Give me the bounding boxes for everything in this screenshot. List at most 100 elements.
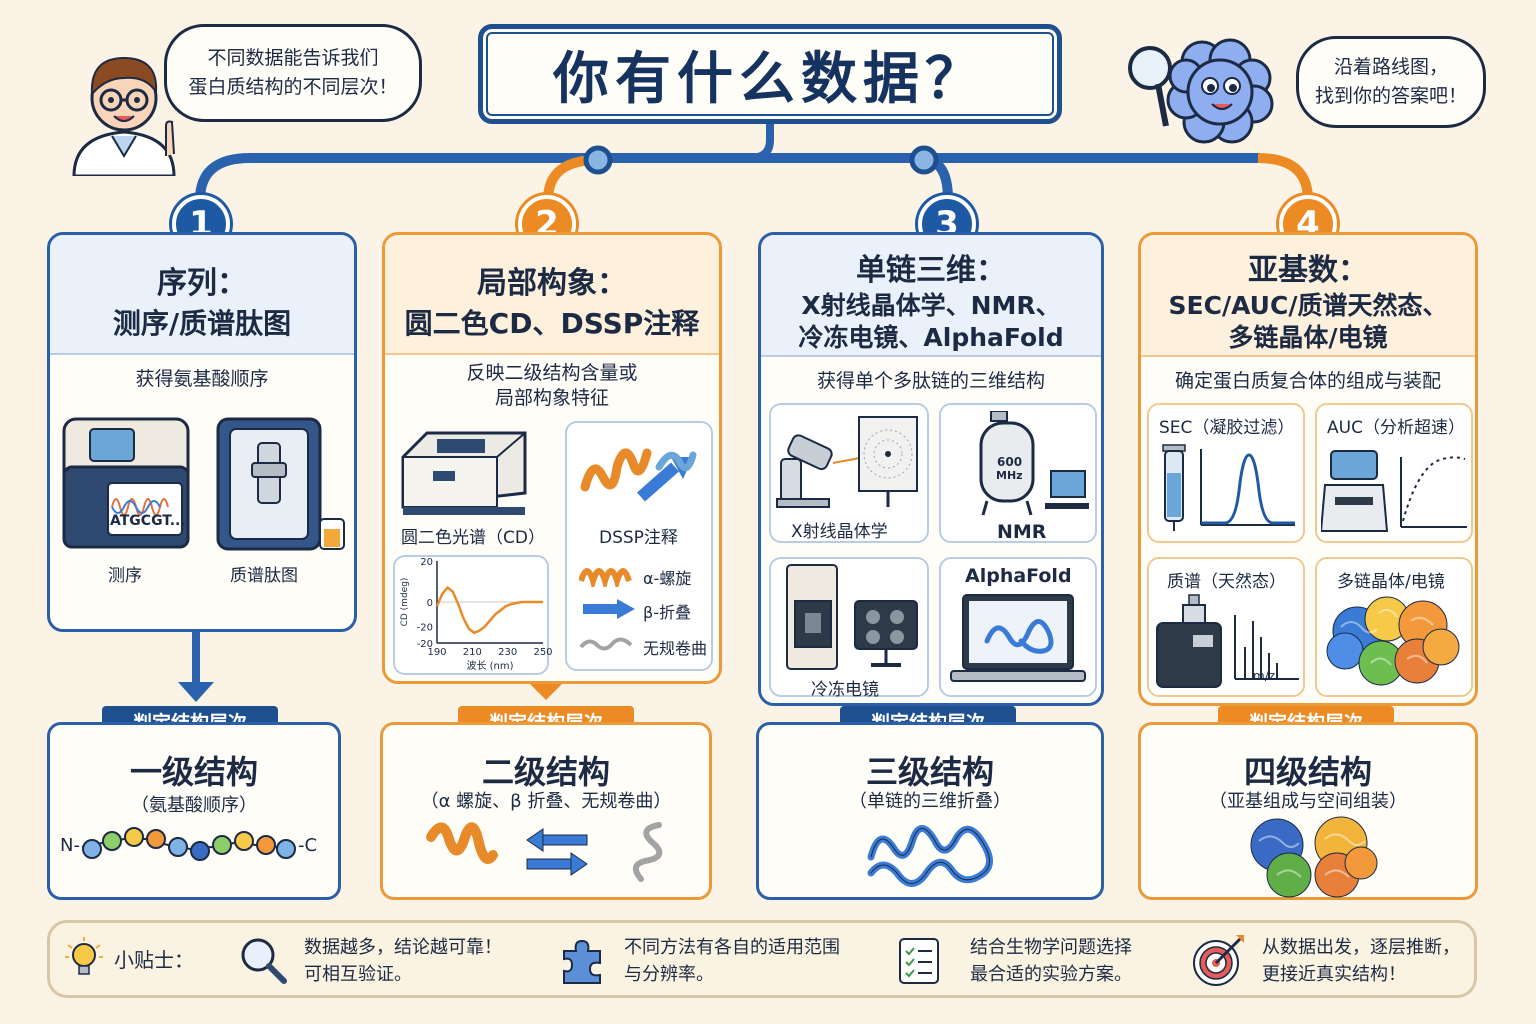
- dssp-structure-icon: [575, 427, 703, 513]
- quaternary-structure-subtitle: （亚基组成与空间组装）: [1209, 791, 1407, 812]
- method-cd-label: 圆二色光谱（CD）: [401, 528, 545, 548]
- tertiary-structure-title: 三级结构: [865, 753, 994, 791]
- subunit-subheading-2: 多链晶体/电镜: [1228, 323, 1388, 352]
- quaternary-structure-title: 四级结构: [1243, 753, 1372, 791]
- subunit-data-card: 亚基数： SEC/AUC/质谱天然态、 多链晶体/电镜 确定蛋白质复合体的组成与…: [1138, 232, 1478, 706]
- local-conformation-card: 局部构象： 圆二色CD、DSSP注释 反映二级结构含量或 局部构象特征 圆二色光…: [382, 232, 722, 684]
- tip-4-line1: 从数据出发，逐层推断，: [1262, 937, 1460, 958]
- method-ms-peptide-label: 质谱肽图: [230, 566, 298, 586]
- tip-2-line2: 与分辨率。: [624, 964, 714, 985]
- cd-chart-panel: [393, 555, 549, 675]
- cd-y-tick-label: 0: [427, 598, 433, 609]
- legend-coil-label: 无规卷曲: [643, 639, 708, 658]
- bubble-right-line1: 沿着路线图，: [1333, 56, 1448, 78]
- sequence-card-header: 序列： 测序/质谱肽图: [50, 235, 354, 355]
- tertiary-description: 获得单个多肽链的三维结构: [816, 370, 1045, 392]
- chain-n-terminus: N-: [60, 835, 80, 856]
- laptop-protein-icon: [950, 594, 1086, 682]
- cd-y-tick-label: -20: [417, 639, 433, 650]
- sequence-subheading: 测序/质谱肽图: [112, 307, 292, 340]
- tip-4-line2: 更接近真实结构！: [1262, 964, 1406, 985]
- local-conformation-desc-2: 局部构象特征: [494, 387, 609, 409]
- page-title: 你有什么数据？: [478, 24, 1062, 124]
- method-xray-label: X射线晶体学: [791, 522, 888, 542]
- cd-spectrum-line: [435, 585, 543, 635]
- cd-x-axis-label: 波长 (nm): [466, 659, 513, 672]
- target-icon: [1193, 935, 1244, 986]
- method-alphafold-label: AlphaFold: [965, 565, 1072, 587]
- tip-1-line1: 数据越多，结论越可靠！: [304, 937, 502, 958]
- lightbulb-icon: [65, 937, 103, 975]
- primary-structure-subtitle: （氨基酸顺序）: [131, 795, 257, 816]
- protein-mascot-character: [1122, 34, 1292, 152]
- cd-spectrometer-icon: [397, 427, 533, 517]
- primary-structure-card: 一级结构 （氨基酸顺序） N- -C: [47, 722, 341, 900]
- tertiary-heading: 单链三维：: [856, 253, 1006, 288]
- amino-acid-chain-icon: [81, 827, 296, 861]
- dssp-panel: [565, 421, 713, 671]
- cd-y-axis-label: CD (mdeg): [400, 578, 410, 627]
- quaternary-structure-card: 四级结构 （亚基组成与空间组装）: [1138, 722, 1478, 900]
- secondary-structure-card: 二级结构 （α 螺旋、β 折叠、无规卷曲）: [380, 722, 712, 900]
- method-auc-label: AUC（分析超速）: [1327, 418, 1465, 438]
- checklist-icon: [899, 938, 939, 984]
- tip-1-line2: 可相互验证。: [304, 964, 412, 985]
- helix-legend-icon: [579, 568, 632, 587]
- method-cryoem-label: 冷冻电镜: [811, 680, 879, 700]
- tertiary-data-card: 单链三维： X射线晶体学、NMR、 冷冻电镜、AlphaFold 获得单个多肽链…: [758, 232, 1104, 706]
- ms-axis-label: m/z: [1253, 669, 1276, 683]
- method-dssp-label: DSSP注释: [599, 528, 678, 548]
- primary-structure-title: 一级结构: [129, 753, 258, 791]
- cryo-em-microscope-icon: [786, 564, 918, 670]
- method-sec-label: SEC（凝胶过滤）: [1159, 418, 1295, 438]
- subunit-subheading-1: SEC/AUC/质谱天然态、: [1168, 291, 1448, 320]
- tertiary-subheading-2: 冷冻电镜、AlphaFold: [798, 323, 1064, 352]
- legend-helix-label: α-螺旋: [643, 569, 692, 588]
- sec-column-chromatogram-icon: [1162, 444, 1295, 531]
- bubble-right-line2: 找到你的答案吧！: [1314, 85, 1467, 107]
- mass-spectrometer-icon: [212, 415, 352, 555]
- quaternary-assembly-icon: [1250, 816, 1378, 898]
- puzzle-icon: [563, 939, 601, 984]
- cd-x-tick-label: 210: [463, 647, 482, 658]
- xray-diffraction-icon: [776, 416, 918, 508]
- native-ms-instrument-icon: [1156, 594, 1299, 688]
- nmr-field-label-2: MHz: [996, 469, 1023, 482]
- cd-y-tick-label: -20: [417, 623, 433, 634]
- sequencer-machine-icon: [60, 415, 192, 555]
- method-multichain-label: 多链晶体/电镜: [1337, 572, 1445, 592]
- nmr-magnet-icon: [979, 411, 1089, 516]
- tertiary-structure-card: 三级结构 （单链的三维折叠）: [756, 722, 1104, 900]
- tertiary-structure-subtitle: （单链的三维折叠）: [849, 791, 1011, 812]
- tip-3-line2: 最合适的实验方案。: [970, 964, 1132, 985]
- chain-c-terminus: -C: [298, 835, 318, 856]
- multichain-complex-icon: [1326, 596, 1460, 686]
- subunit-description: 确定蛋白质复合体的组成与装配: [1174, 370, 1441, 392]
- sequence-data-card: 序列： 测序/质谱肽图 获得氨基酸顺序 ATGCGT... 测序 质谱肽图: [47, 232, 357, 632]
- local-conformation-subheading: 圆二色CD、DSSP注释: [404, 307, 700, 340]
- secondary-structure-subtitle: （α 螺旋、β 折叠、无规卷曲）: [420, 791, 672, 812]
- tips-label: 小贴士：: [114, 948, 194, 972]
- tertiary-fold-icon: [867, 825, 993, 887]
- speech-bubble-left: 不同数据能告诉我们 蛋白质结构的不同层次！: [164, 24, 422, 122]
- local-conformation-heading: 局部构象：: [477, 266, 627, 301]
- subunit-heading: 亚基数：: [1248, 253, 1368, 288]
- bubble-left-line1: 不同数据能告诉我们: [207, 47, 379, 69]
- subunit-card-header: 亚基数： SEC/AUC/质谱天然态、 多链晶体/电镜: [1141, 235, 1475, 357]
- cd-x-tick-label: 190: [427, 647, 446, 658]
- local-conformation-desc-1: 反映二级结构含量或: [466, 362, 638, 384]
- tertiary-card-header: 单链三维： X射线晶体学、NMR、 冷冻电镜、AlphaFold: [761, 235, 1101, 357]
- method-native-ms-label: 质谱（天然态）: [1167, 572, 1286, 592]
- method-nmr-label: NMR: [997, 521, 1047, 543]
- cd-x-tick-label: 250: [533, 647, 552, 658]
- tip-2-line1: 不同方法有各自的适用范围: [624, 937, 840, 958]
- tertiary-subheading-1: X射线晶体学、NMR、: [801, 291, 1061, 320]
- nmr-field-label-1: 600: [997, 455, 1023, 469]
- sequencer-screen-text: ATGCGT...: [110, 513, 186, 529]
- bubble-left-line2: 蛋白质结构的不同层次！: [188, 76, 398, 98]
- legend-sheet-label: β-折叠: [643, 603, 691, 622]
- coil-legend-icon: [579, 637, 633, 651]
- cd-x-tick-label: 230: [498, 647, 517, 658]
- local-conformation-header: 局部构象： 圆二色CD、DSSP注释: [385, 235, 719, 355]
